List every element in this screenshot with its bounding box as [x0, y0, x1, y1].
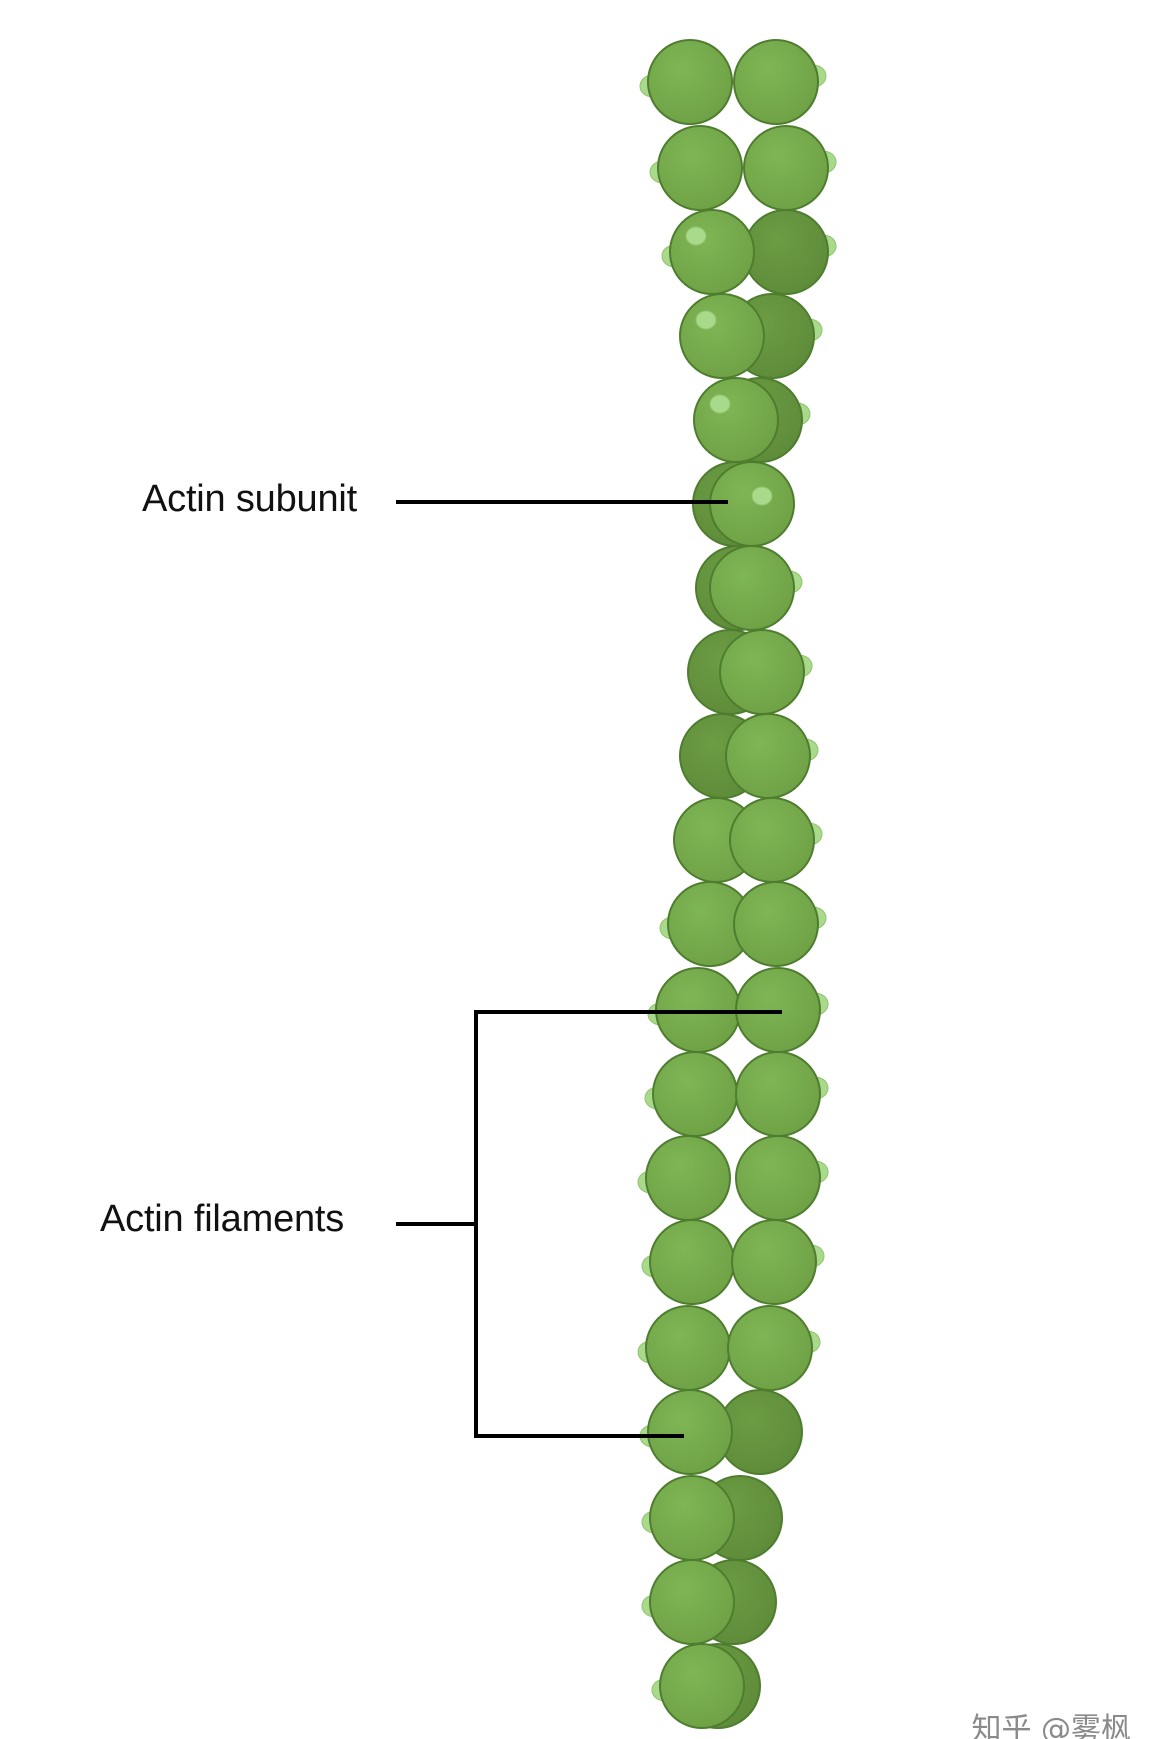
actin-subunit [645, 1305, 731, 1391]
subunit-highlight [685, 226, 707, 246]
actin-subunit [647, 39, 733, 125]
actin-subunit [645, 1135, 731, 1221]
actin-subunit [725, 713, 811, 799]
actin-subunit-chain [637, 39, 837, 1729]
actin-subunit [649, 1475, 735, 1561]
actin-subunit [729, 797, 815, 883]
actin-subunit [743, 209, 829, 295]
subunit-highlight [751, 486, 773, 506]
actin-subunit [733, 39, 819, 125]
actin-subunit [719, 629, 805, 715]
actin-subunit [735, 1135, 821, 1221]
subunit-highlight [695, 310, 717, 330]
actin-subunit-label: Actin subunit [142, 478, 357, 520]
subunit-highlight [709, 394, 731, 414]
actin-subunit [649, 1559, 735, 1645]
actin-subunit [657, 125, 743, 211]
actin-subunit [669, 209, 755, 295]
leader-lines [396, 500, 782, 1438]
watermark-text: 知乎 @雾枫 [971, 1712, 1131, 1739]
actin-subunit [727, 1305, 813, 1391]
actin-subunit [693, 377, 779, 463]
actin-filaments-label: Actin filaments [100, 1198, 345, 1240]
actin-subunit [652, 1051, 738, 1137]
actin-subunit [735, 1051, 821, 1137]
actin-subunit [743, 125, 829, 211]
actin-subunit [731, 1219, 817, 1305]
actin-subunit [709, 545, 795, 631]
actin-subunit [679, 293, 765, 379]
actin-subunit [649, 1219, 735, 1305]
actin-subunit [659, 1643, 745, 1729]
actin-subunit [733, 881, 819, 967]
actin-subunit [647, 1389, 733, 1475]
